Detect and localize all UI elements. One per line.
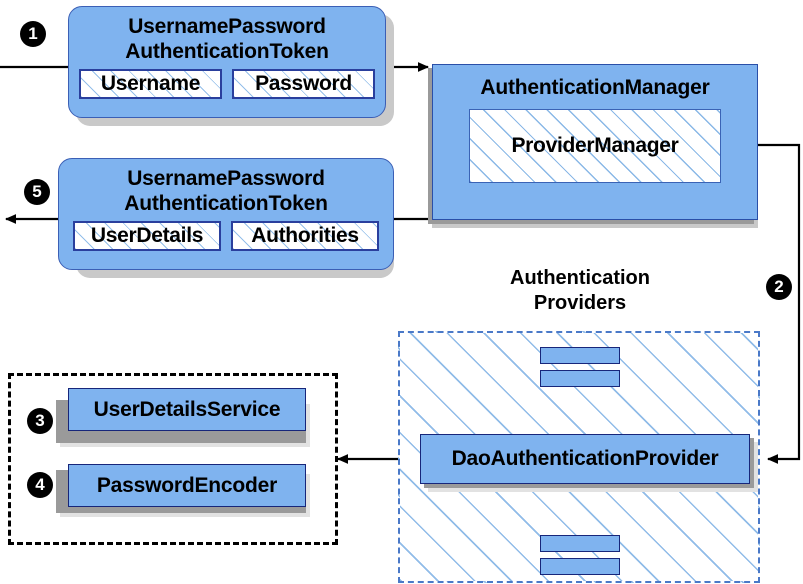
request-token-attributes: Username Password: [69, 69, 385, 99]
provider-bar-top-2: [540, 370, 620, 387]
provider-bar-bottom-2: [540, 558, 620, 575]
step-badge-3: 3: [27, 408, 53, 434]
authentication-manager-box: AuthenticationManager ProviderManager: [432, 64, 758, 220]
arrow-manager-to-provider: [757, 143, 801, 464]
provider-bar-top-1: [540, 347, 620, 364]
provider-bar-bottom-1: [540, 535, 620, 552]
authentication-providers-label-line1: Authentication: [510, 267, 650, 289]
request-token-title: UsernamePassword AuthenticationToken: [69, 7, 385, 64]
response-token-card: UsernamePassword AuthenticationToken Use…: [58, 158, 394, 270]
authentication-manager-title: AuthenticationManager: [480, 76, 710, 99]
authentication-providers-label: Authentication Providers: [460, 266, 700, 316]
request-token-title-line1: UsernamePassword: [128, 15, 326, 38]
step-badge-4: 4: [27, 472, 53, 498]
provider-manager-box: ProviderManager: [469, 109, 721, 183]
attr-password: Password: [232, 69, 375, 99]
response-token-title-line2: AuthenticationToken: [124, 192, 328, 215]
request-token-title-line2: AuthenticationToken: [125, 40, 329, 63]
password-encoder-box: PasswordEncoder: [68, 464, 306, 507]
step-badge-2: 2: [766, 274, 792, 300]
response-token-attributes: UserDetails Authorities: [59, 221, 393, 251]
response-token-title: UsernamePassword AuthenticationToken: [59, 159, 393, 216]
attr-userdetails: UserDetails: [73, 221, 221, 251]
request-token-card: UsernamePassword AuthenticationToken Use…: [68, 6, 386, 118]
dao-authentication-provider-box: DaoAuthenticationProvider: [420, 434, 750, 484]
user-details-service-box: UserDetailsService: [68, 388, 306, 431]
step-badge-5: 5: [24, 179, 50, 205]
response-token-title-line1: UsernamePassword: [127, 167, 325, 190]
authentication-providers-label-line2: Providers: [533, 292, 627, 314]
attr-authorities: Authorities: [231, 221, 379, 251]
step-badge-1: 1: [20, 21, 46, 47]
attr-username: Username: [79, 69, 222, 99]
